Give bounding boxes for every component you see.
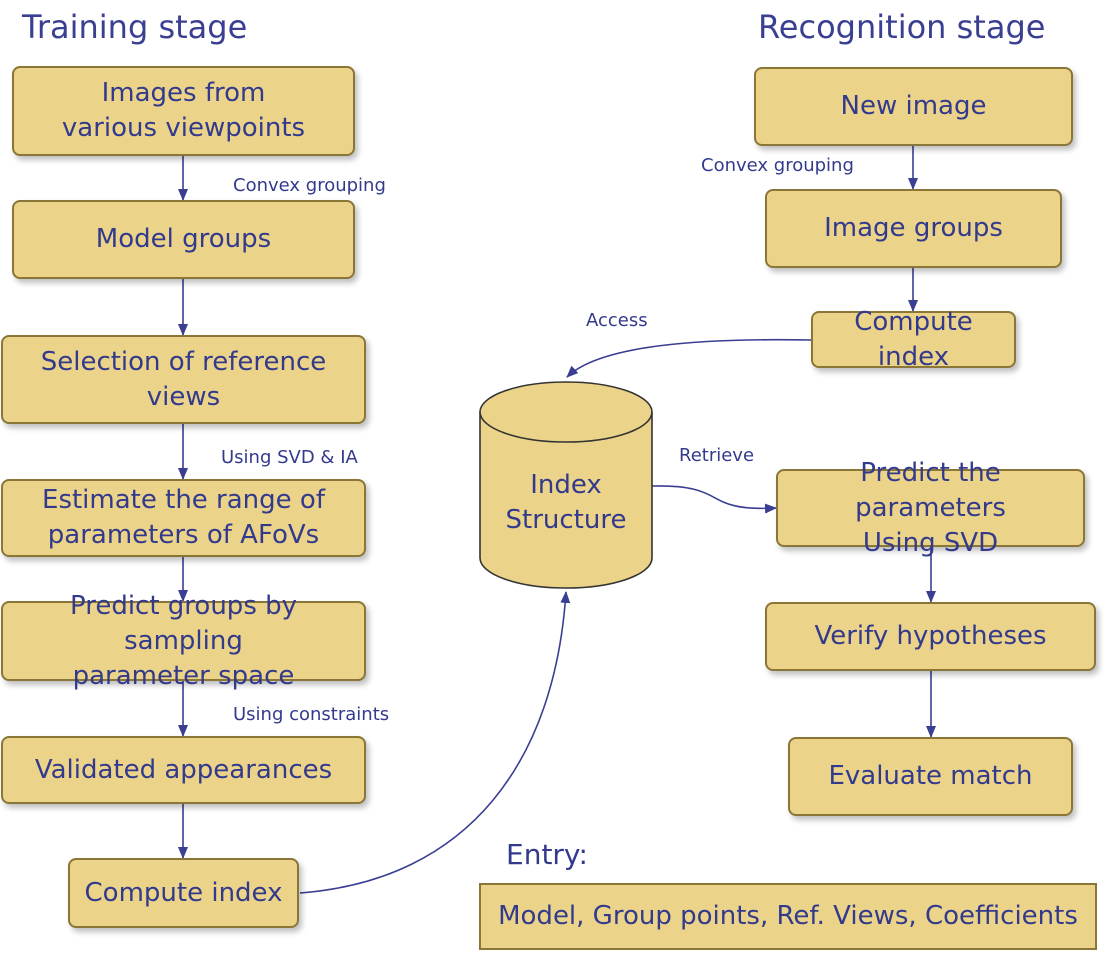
label-convex-grouping-training: Convex grouping [233, 175, 386, 196]
recognition-box-new-image: New image [754, 67, 1073, 146]
training-box-validated-appearances: Validated appearances [1, 736, 366, 804]
training-box-estimate-range: Estimate the range of parameters of AFoV… [1, 479, 366, 557]
label-retrieve: Retrieve [679, 445, 755, 466]
label-using-constraints: Using constraints [233, 704, 390, 725]
index-structure-label: Index Structure [505, 470, 627, 535]
training-stage-title: Training stage [22, 8, 248, 46]
entry-content-box: Model, Group points, Ref. Views, Coeffic… [479, 883, 1097, 950]
recognition-box-evaluate-match: Evaluate match [788, 737, 1073, 816]
arrow-compute-index-to-index-structure [299, 591, 571, 894]
index-structure-cylinder [479, 381, 653, 589]
recognition-box-predict-parameters: Predict the parameters Using SVD [776, 458, 1085, 558]
label-using-svd-ia: Using SVD & IA [221, 447, 358, 468]
label-access: Access [586, 310, 648, 331]
arrow-retrieve [651, 485, 777, 514]
training-box-predict-groups: Predict groups by sampling parameter spa… [1, 591, 366, 691]
training-box-model-groups: Model groups [12, 200, 355, 279]
recognition-box-image-groups: Image groups [765, 189, 1062, 268]
recognition-stage-title: Recognition stage [758, 8, 1046, 46]
training-box-compute-index: Compute index [68, 858, 299, 928]
training-box-images: Images from various viewpoints [12, 66, 355, 156]
training-box-selection-reference-views: Selection of reference views [1, 335, 366, 424]
label-convex-grouping-recognition: Convex grouping [701, 155, 854, 176]
recognition-box-compute-index: Compute index [811, 307, 1016, 372]
arrow-access [566, 338, 812, 378]
entry-title: Entry: [506, 838, 588, 871]
recognition-box-verify-hypotheses: Verify hypotheses [765, 602, 1096, 671]
